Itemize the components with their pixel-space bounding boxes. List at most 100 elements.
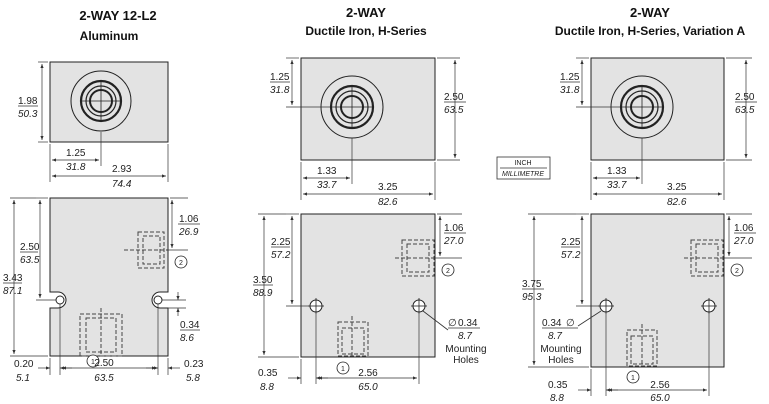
view1-side-body (49, 197, 169, 357)
v3-mounting-label-2: Holes (548, 355, 574, 366)
v2-top-port-v-in: 1.25 (270, 72, 290, 83)
v1-top-height-in: 1.98 (18, 96, 38, 107)
v1-port2-marker (174, 255, 188, 269)
v2-top-port-v-mm: 31.8 (270, 85, 290, 96)
v1-hole-span-in: 2.50 (94, 358, 114, 369)
v2-hole-dia-symbol: ∅ (448, 318, 457, 329)
v1-edge-right-mm: 5.8 (186, 373, 200, 384)
v3-port1-marker (626, 370, 640, 384)
view-2way-h-series-variation-a: 2-WAY Ductile Iron, H-Series, Variation … (522, 5, 757, 404)
v3-side-port2-in: 1.06 (734, 223, 754, 234)
view1-subtitle: Aluminum (80, 29, 139, 43)
v1-top-width-in: 2.93 (112, 164, 132, 175)
v2-hole-span-mm: 65.0 (358, 382, 378, 393)
v1-edge-left-in: 0.20 (14, 359, 34, 370)
v2-edge-mm: 8.8 (260, 382, 274, 393)
v1-top-height-mm: 50.3 (18, 109, 38, 120)
view1-hidden-port2 (124, 231, 168, 269)
v3-top-width-mm: 82.6 (667, 197, 687, 208)
v3-top-width-in: 3.25 (667, 182, 687, 193)
view3-title: 2-WAY (630, 5, 670, 20)
view2-side-body (300, 213, 436, 358)
v2-port1-label: 1 (341, 366, 345, 373)
v1-port1-label: 1 (91, 359, 95, 366)
v1-top-port-offset-in: 1.25 (66, 148, 86, 159)
legend-mm: MILLIMETRE (502, 171, 544, 178)
v1-edge-left-mm: 5.1 (16, 373, 30, 384)
v3-top-height-mm: 63.5 (735, 105, 755, 116)
v1-edge-right-in: 0.23 (184, 359, 204, 370)
v1-hole-span-mm: 63.5 (94, 373, 114, 384)
v2-side-height-a-mm: 57.2 (271, 250, 291, 261)
v2-edge-in: 0.35 (258, 368, 278, 379)
view2-subtitle: Ductile Iron, H-Series (305, 24, 427, 38)
v3-side-total-mm: 95.3 (522, 292, 542, 303)
v2-side-height-a-in: 2.25 (271, 237, 291, 248)
v1-side-hole-offset-mm: 8.6 (180, 333, 194, 344)
view3-hidden-port1 (626, 324, 658, 367)
v3-side-height-a-in: 2.25 (561, 237, 581, 248)
v3-hole-span-mm: 65.0 (650, 393, 670, 404)
v3-port2-marker (730, 263, 744, 277)
v2-top-port-h-in: 1.33 (317, 166, 337, 177)
view1-title: 2-WAY 12-L2 (79, 8, 156, 23)
view3-side-body (590, 213, 725, 368)
v2-top-height-mm: 63.5 (444, 105, 464, 116)
v1-top-port-offset-mm: 31.8 (66, 162, 86, 173)
v1-side-total-in: 3.43 (3, 273, 23, 284)
v3-side-port2-mm: 27.0 (733, 236, 754, 247)
v2-port2-label: 2 (446, 268, 450, 275)
view1-top-port (70, 70, 132, 132)
v3-edge-in: 0.35 (548, 380, 568, 391)
v3-hole-dia-mm: 8.7 (548, 331, 562, 342)
v2-top-width-mm: 82.6 (378, 197, 398, 208)
v2-hole-dia-in: 0.34 (458, 318, 478, 329)
v1-side-total-mm: 87.1 (3, 286, 22, 297)
view1-hidden-port1 (79, 308, 123, 357)
v1-side-hole-offset-in: 0.34 (180, 320, 200, 331)
v3-mounting-label-1: Mounting (540, 344, 581, 355)
v2-side-total-mm: 88.9 (253, 288, 273, 299)
view-2way-12l2: 2-WAY 12-L2 Aluminum 1.98 50.3 1.25 31.8… (3, 8, 204, 384)
view3-subtitle: Ductile Iron, H-Series, Variation A (555, 24, 746, 38)
v2-port1-marker (336, 361, 350, 375)
view2-top-port (320, 75, 384, 139)
legend-inch: INCH (514, 160, 531, 167)
v2-side-port2-in: 1.06 (444, 223, 464, 234)
v3-top-height-in: 2.50 (735, 92, 755, 103)
v2-top-port-h-mm: 33.7 (317, 180, 337, 191)
v1-side-port2-in: 1.06 (179, 214, 199, 225)
v3-top-port-v-mm: 31.8 (560, 85, 580, 96)
v1-port2-label: 2 (179, 260, 183, 267)
v3-port1-label: 1 (631, 375, 635, 382)
units-legend: INCH MILLIMETRE (496, 156, 551, 180)
v3-side-total-in: 3.75 (522, 279, 542, 290)
v3-hole-dia-in: 0.34 (542, 318, 562, 329)
view3-mounting-holes (598, 298, 717, 314)
v2-hole-dia-mm: 8.7 (458, 331, 472, 342)
v3-side-height-a-mm: 57.2 (561, 250, 581, 261)
view3-top-port (610, 75, 674, 139)
v1-side-height-a-mm: 63.5 (20, 255, 40, 266)
v2-mounting-label-2: Holes (453, 355, 479, 366)
v3-top-port-h-in: 1.33 (607, 166, 627, 177)
v3-port2-label: 2 (735, 268, 739, 275)
v1-side-height-a-in: 2.50 (20, 242, 40, 253)
v1-side-port2-mm: 26.9 (178, 227, 199, 238)
v3-top-port-v-in: 1.25 (560, 72, 580, 83)
view2-title: 2-WAY (346, 5, 386, 20)
v2-side-total-in: 3.50 (253, 275, 273, 286)
v3-top-port-h-mm: 33.7 (607, 180, 627, 191)
v2-mounting-label-1: Mounting (445, 344, 486, 355)
v3-edge-mm: 8.8 (550, 393, 564, 404)
view-2way-h-series: 2-WAY Ductile Iron, H-Series 1.25 31.8 2… (253, 5, 487, 393)
v2-port2-marker (441, 263, 455, 277)
v2-top-width-in: 3.25 (378, 182, 398, 193)
v3-hole-span-in: 2.56 (650, 380, 670, 391)
v3-hole-dia-symbol: ∅ (566, 318, 575, 329)
view2-hidden-port1 (337, 316, 369, 357)
v2-side-port2-mm: 27.0 (443, 236, 464, 247)
v2-top-height-in: 2.50 (444, 92, 464, 103)
v2-hole-span-in: 2.56 (358, 368, 378, 379)
